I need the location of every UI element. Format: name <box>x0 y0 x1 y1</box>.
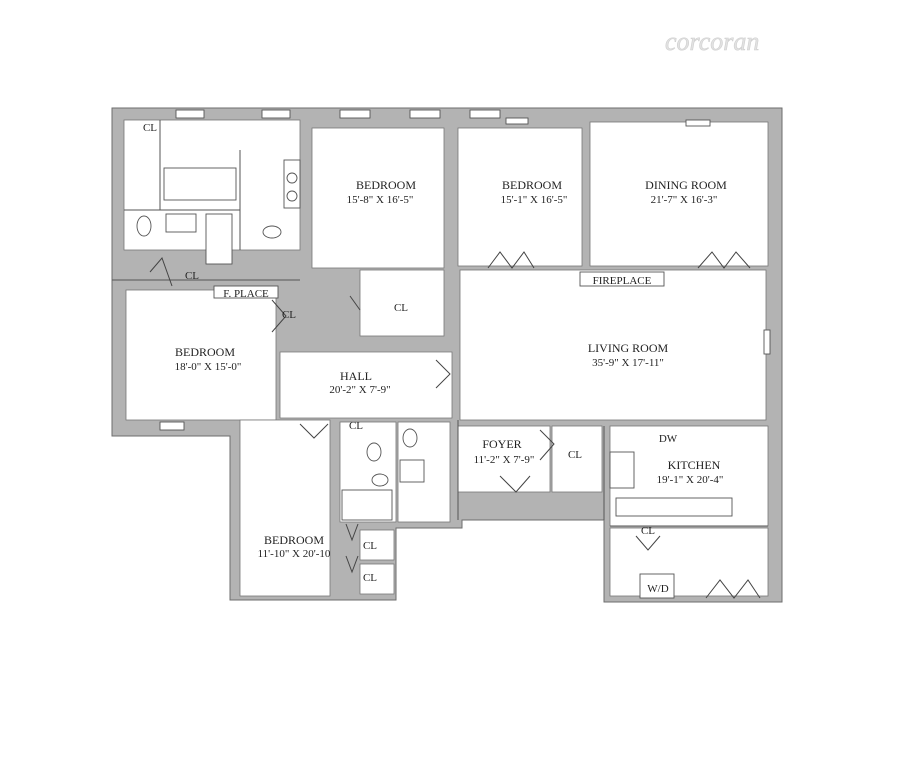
fixtures <box>136 159 733 599</box>
closet-label: CL <box>641 525 655 537</box>
closet-label: CL <box>349 420 363 432</box>
closet-label: CL <box>185 270 199 282</box>
closet-label: CL <box>363 572 377 584</box>
room-name: DINING ROOM <box>645 178 727 192</box>
room-dimensions: 15'-8" X 16'-5" <box>347 194 414 206</box>
fireplace-label: F. PLACE <box>223 288 269 300</box>
room-name: BEDROOM <box>175 345 235 359</box>
closet-label: CL <box>363 540 377 552</box>
room-interiors <box>123 119 769 597</box>
fireplace-label: FIREPLACE <box>593 275 652 287</box>
room-labels: BEDROOM 15'-8" X 16'-5" BEDROOM 15'-1" X… <box>175 178 728 560</box>
closet-label: CL <box>282 309 296 321</box>
watermark-logo: corcoran <box>665 27 759 56</box>
room-name: BEDROOM <box>356 178 416 192</box>
room-dimensions: 21'-7" X 16'-3" <box>651 194 718 206</box>
room-dimensions: 15'-1" X 16'-5" <box>501 194 568 206</box>
room-dimensions: 11'-10" X 20'-10 <box>258 548 331 560</box>
closet-label: CL <box>394 302 408 314</box>
washer-dryer-label: W/D <box>647 583 668 595</box>
room-dimensions: 11'-2" X 7'-9" <box>474 454 535 466</box>
room-name: BEDROOM <box>264 533 324 547</box>
room-dimensions: 35'-9" X 17'-11" <box>592 357 664 369</box>
room-name: BEDROOM <box>502 178 562 192</box>
doors <box>149 251 761 599</box>
room-dimensions: 18'-0" X 15'-0" <box>175 361 242 373</box>
closet-label: CL <box>568 449 582 461</box>
room-name: FOYER <box>482 437 521 451</box>
room-dimensions: 19'-1" X 20'-4" <box>657 474 724 486</box>
windows <box>159 109 771 431</box>
dishwasher-label: DW <box>659 433 678 445</box>
room-name: HALL <box>340 369 372 383</box>
room-name: LIVING ROOM <box>588 341 669 355</box>
feature-labels: CL CL CL CL CL CL CL CL CL FIREPLACE F. … <box>143 122 678 595</box>
room-name: KITCHEN <box>668 458 721 472</box>
room-dimensions: 20'-2" X 7'-9" <box>329 384 390 396</box>
closet-label: CL <box>143 122 157 134</box>
partitions <box>112 120 768 527</box>
